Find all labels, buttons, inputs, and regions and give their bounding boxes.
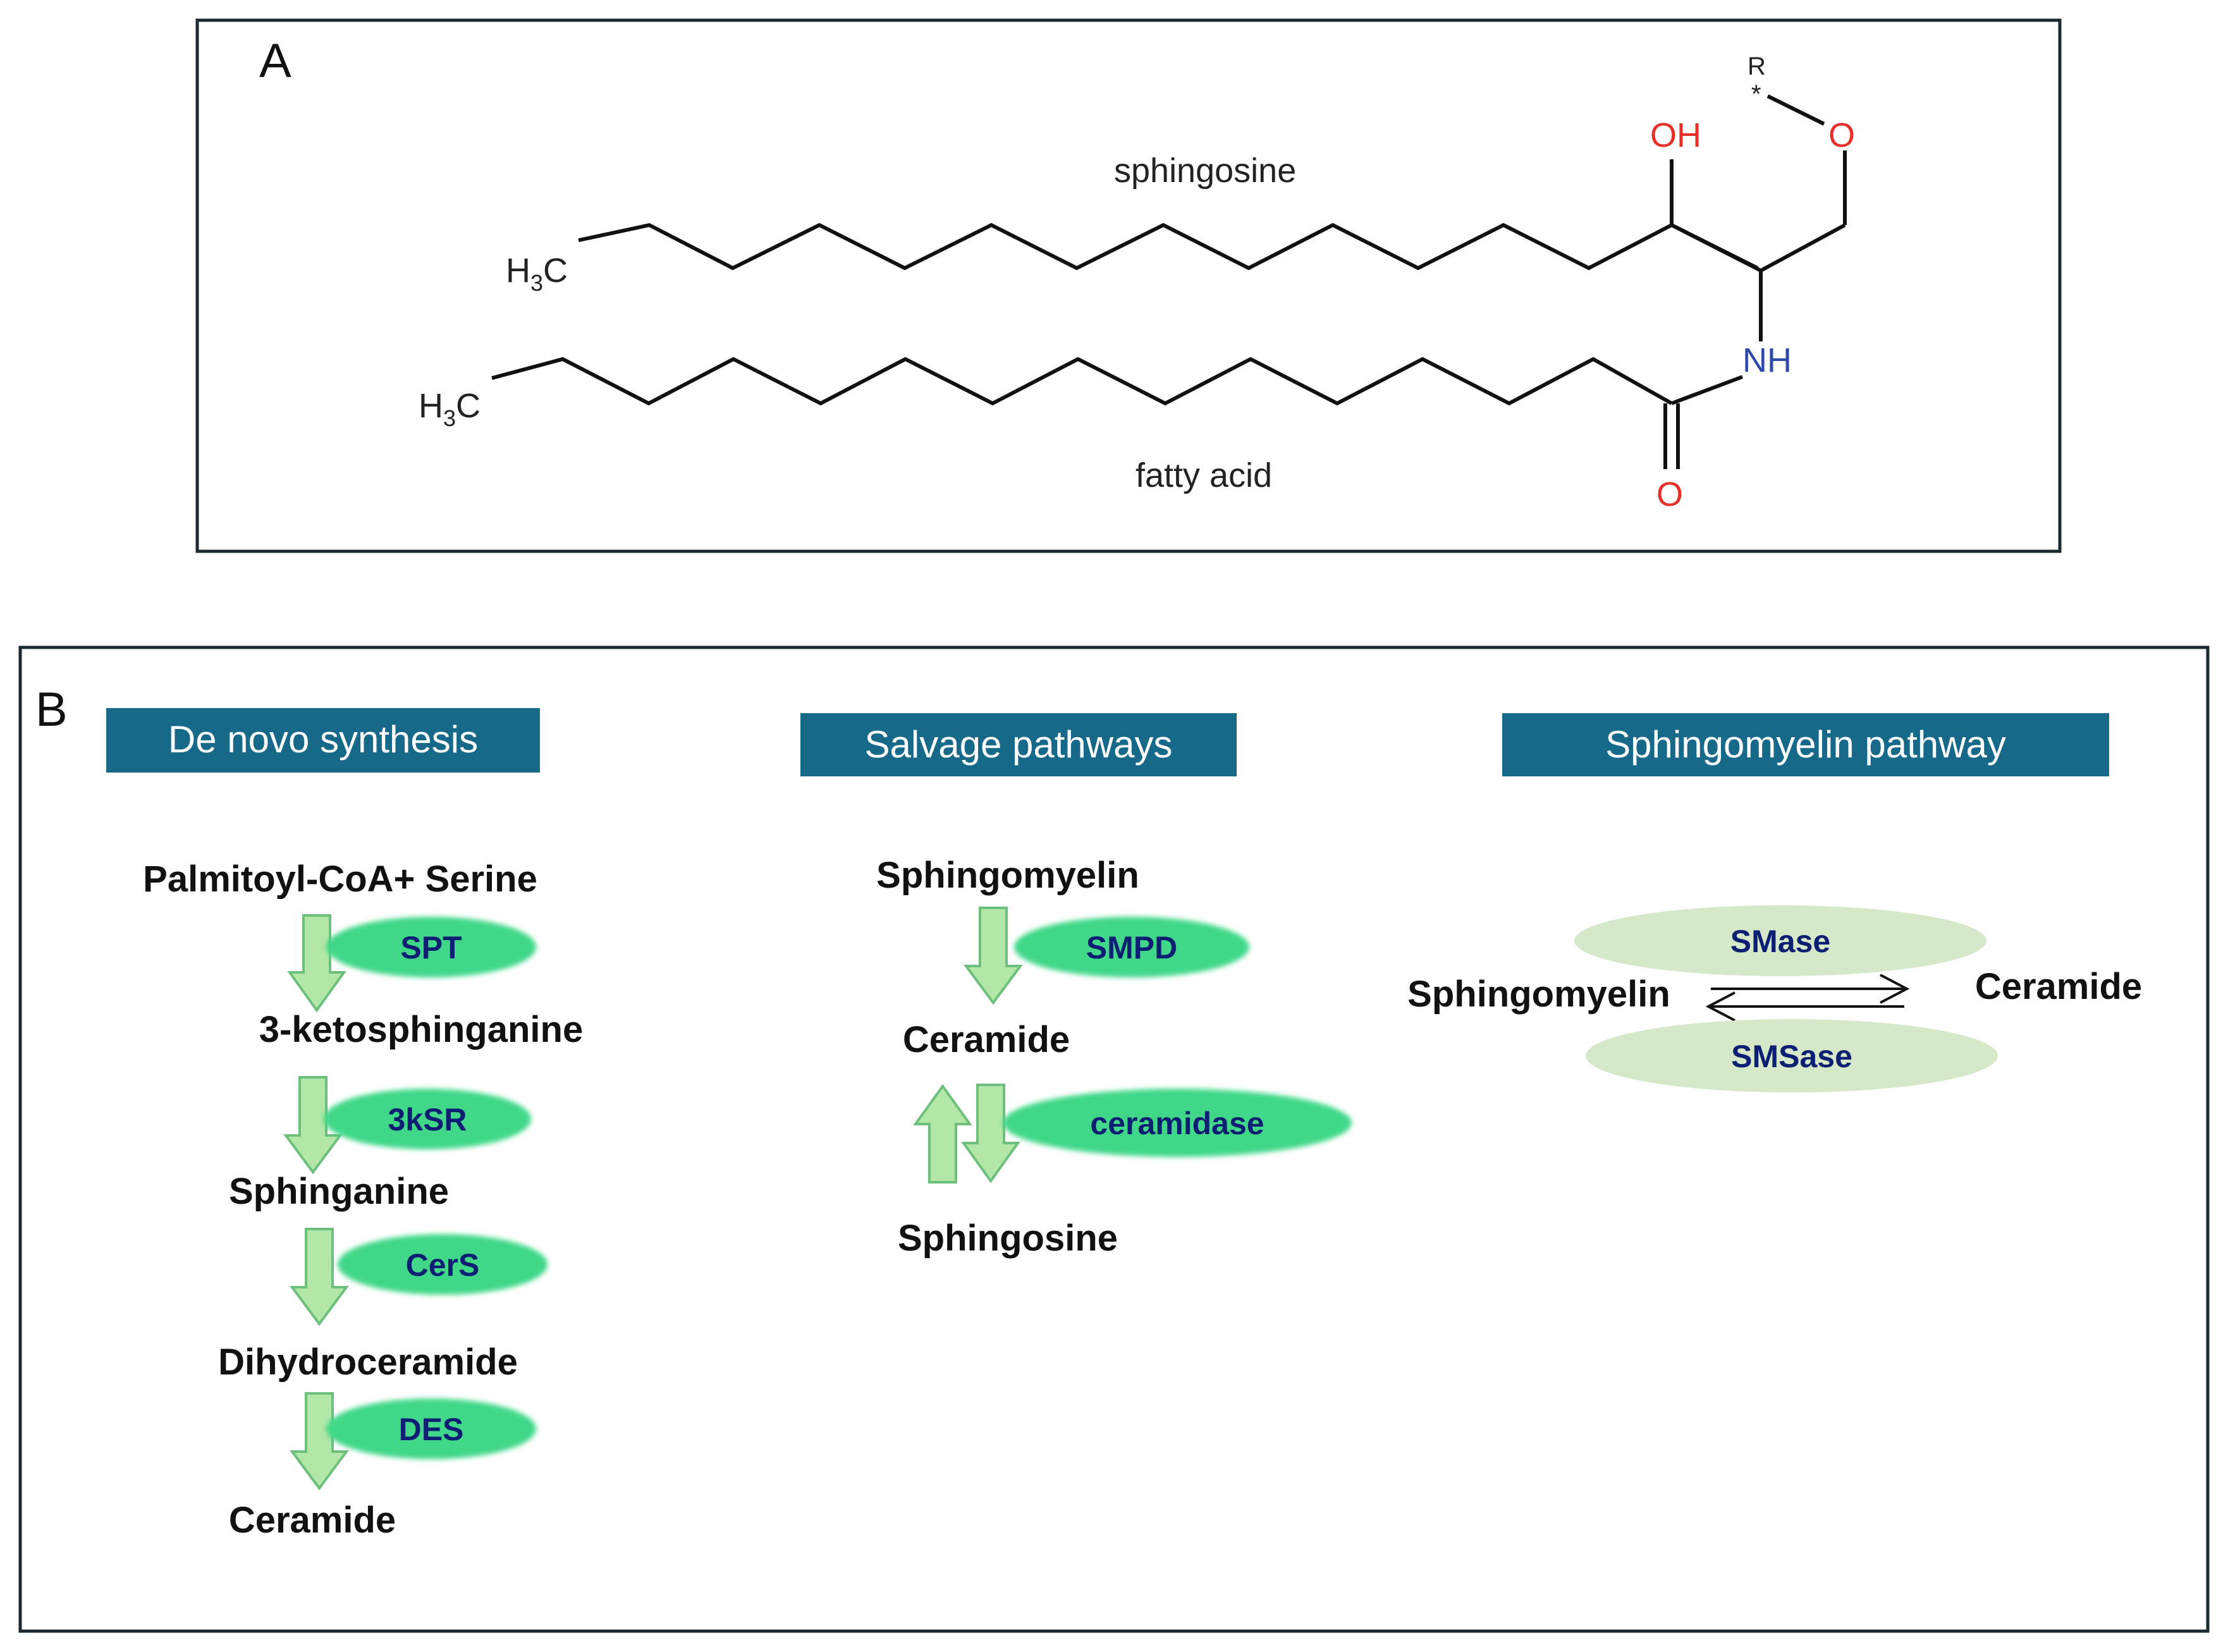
panel-b-letter: B xyxy=(35,683,68,737)
sphingosine-chain xyxy=(578,223,1759,271)
de-novo-header-bar xyxy=(106,708,540,773)
salvage-intermediate: Ceramide xyxy=(903,1019,1070,1060)
ether-oxygen-label: O xyxy=(1828,116,1855,154)
down-arrow xyxy=(290,1392,349,1491)
c3-to-c2-bond xyxy=(1670,223,1762,272)
enzyme-label: 3kSR xyxy=(388,1102,467,1137)
de-novo-step-2: 3kSR Sphinganine xyxy=(229,1076,531,1212)
enzyme-oval xyxy=(326,917,536,977)
smpd-enzyme-label: SMPD xyxy=(1086,930,1177,965)
de-novo-substrate: Palmitoyl-CoA+ Serine xyxy=(143,859,537,900)
smsase-enzyme-label: SMSase xyxy=(1731,1039,1852,1074)
step-product: Ceramide xyxy=(229,1500,396,1541)
sphingomyelin-right-compound: Ceramide xyxy=(1975,966,2142,1007)
carbonyl-to-nitrogen-bond xyxy=(1670,375,1744,405)
enzyme-oval xyxy=(324,1089,531,1149)
fatty-acid-label: fatty acid xyxy=(1135,456,1272,494)
c2-to-c1-bond xyxy=(1760,223,1846,272)
enzyme-label: CerS xyxy=(406,1247,480,1283)
smsase-enzyme-oval xyxy=(1586,1019,1998,1092)
down-arrow xyxy=(290,1228,349,1326)
panel-a-letter: A xyxy=(259,34,291,88)
fatty-acid-chain xyxy=(491,357,1673,406)
salvage-product: Sphingosine xyxy=(898,1218,1118,1259)
enzyme-oval xyxy=(338,1234,548,1295)
sphingomyelin-header: Sphingomyelin pathway xyxy=(1605,723,2006,766)
step-product: Dihydroceramide xyxy=(218,1342,518,1383)
salvage-header: Salvage pathways xyxy=(865,723,1173,766)
de-novo-step-3: CerS Dihydroceramide xyxy=(218,1228,548,1383)
attachment-mark: * xyxy=(1751,80,1761,108)
de-novo-step-1: SPT 3-ketosphinganine xyxy=(259,914,583,1050)
enzyme-label: DES xyxy=(399,1412,464,1447)
down-arrow xyxy=(287,914,346,1013)
ceramidase-enzyme-oval xyxy=(1003,1089,1352,1157)
panel-a: A sphingosine fatty acid H3C H3C OH O NH… xyxy=(195,18,2062,553)
amide-nitrogen-label: NH xyxy=(1742,341,1792,379)
enzyme-oval xyxy=(326,1398,536,1459)
r-group-bond xyxy=(1766,94,1825,126)
panel-b: B De novo synthesis Salvage pathways Sph… xyxy=(18,646,2210,1633)
sphingosine-label: sphingosine xyxy=(1114,152,1296,190)
salvage-down-arrow-1 xyxy=(964,907,1023,1005)
enzyme-label: SPT xyxy=(400,930,462,965)
sphingosine-methyl-group: H3C xyxy=(506,252,568,296)
fatty-acid-methyl-group: H3C xyxy=(419,387,480,431)
de-novo-step-4: DES Ceramide xyxy=(229,1392,536,1541)
step-product: Sphinganine xyxy=(229,1171,449,1212)
equilibrium-arrows xyxy=(1705,974,1910,1022)
panel-b-frame xyxy=(18,646,2210,1633)
sphingomyelin-left-compound: Sphingomyelin xyxy=(1407,974,1670,1015)
step-product: 3-ketosphinganine xyxy=(259,1009,583,1050)
ceramidase-enzyme-label: ceramidase xyxy=(1090,1106,1264,1141)
smase-enzyme-label: SMase xyxy=(1730,924,1830,959)
sphingomyelin-header-bar xyxy=(1502,713,2109,776)
r-group-label: R xyxy=(1748,52,1766,80)
hydroxyl-label: OH xyxy=(1650,116,1701,154)
smase-enzyme-oval xyxy=(1574,905,1986,976)
panel-a-frame xyxy=(195,18,2062,553)
salvage-substrate: Sphingomyelin xyxy=(876,855,1139,896)
salvage-up-arrow xyxy=(913,1084,972,1184)
down-arrow xyxy=(283,1076,343,1175)
de-novo-header: De novo synthesis xyxy=(168,718,478,761)
salvage-down-arrow-2 xyxy=(961,1084,1020,1184)
salvage-header-bar xyxy=(800,713,1237,776)
carbonyl-oxygen-label: O xyxy=(1656,475,1683,513)
smpd-enzyme-oval xyxy=(1014,917,1249,977)
